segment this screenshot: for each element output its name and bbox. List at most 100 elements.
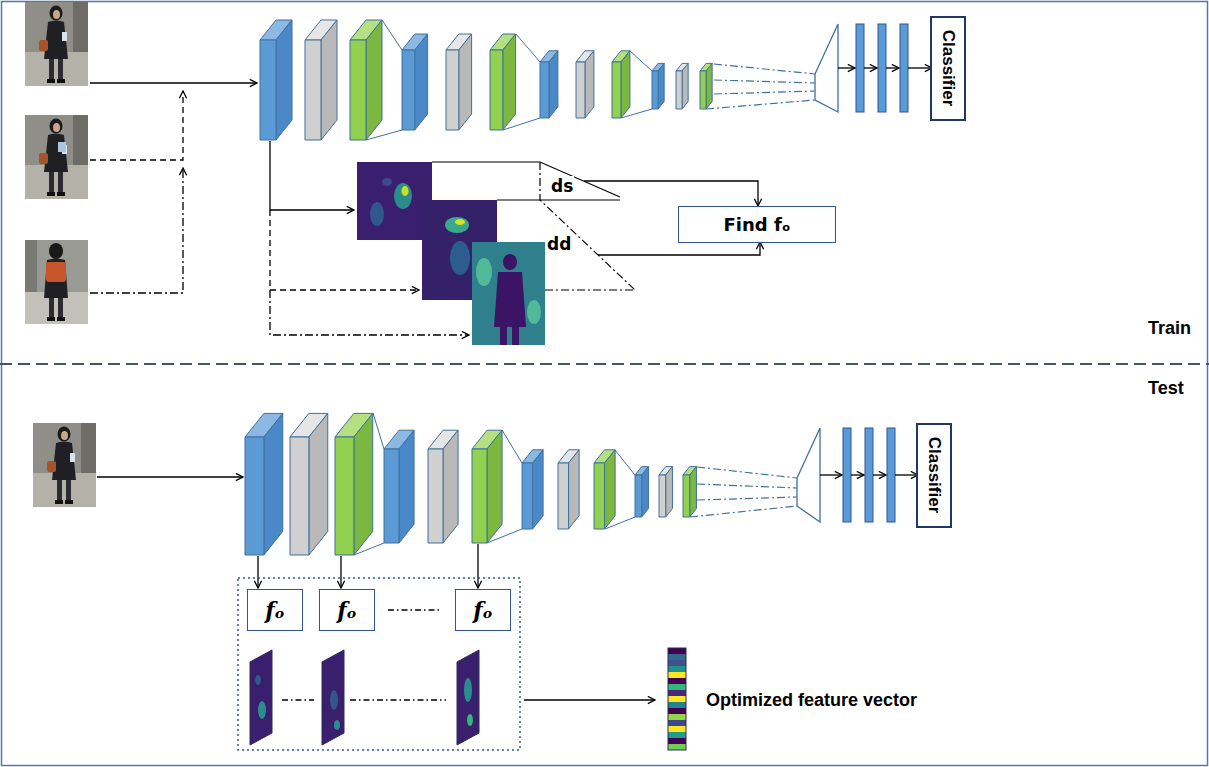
cnn-layers: [612, 51, 630, 118]
fc-arrow: [864, 67, 877, 68]
feature-vector: [668, 684, 686, 690]
node-text: Find fₒ: [723, 214, 790, 235]
optimized-map: [464, 678, 472, 702]
cnn-layers: [384, 430, 414, 543]
cnn-layers: [446, 34, 472, 130]
feature-map: [382, 178, 392, 186]
cnn-layers: [428, 430, 458, 543]
optimized-map: [457, 650, 479, 745]
cnn-layers: [676, 63, 688, 109]
flatten-line: [706, 100, 815, 109]
fc-arrow: [851, 474, 864, 475]
flatten-line: [690, 506, 797, 517]
fc-arrow: [886, 67, 899, 68]
fc-layers: [856, 24, 864, 112]
cnn-layers: [472, 430, 502, 543]
cnn-layers: [490, 34, 516, 130]
input-photo: [33, 423, 96, 507]
process-box: Find fₒ: [678, 206, 836, 243]
optimized-map: [250, 650, 272, 745]
node-text: Classifier: [938, 30, 958, 107]
label-text: Train: [1148, 318, 1191, 339]
feature-tap-arrow: [477, 544, 478, 588]
feature-vector: [668, 708, 686, 714]
flatten-line: [714, 80, 815, 83]
distance-label: ds: [550, 176, 574, 196]
feature-map: [450, 241, 470, 275]
optimized-map: [250, 650, 272, 745]
feature-vector: [668, 690, 686, 696]
distance-arrow: [598, 242, 760, 255]
dotted-group: [238, 578, 520, 750]
fc-layers: [865, 428, 873, 522]
optimized-map: [322, 650, 344, 745]
fc-arrow: [838, 67, 932, 68]
input-arrow: [90, 82, 257, 83]
pyramid-line: [382, 20, 402, 50]
fc-layers: [878, 24, 886, 112]
cnn-layers: [522, 450, 543, 529]
feature-map: [527, 300, 541, 324]
label-text: Test: [1148, 378, 1184, 399]
feature-map: [370, 202, 384, 226]
optimized-map: [467, 714, 473, 726]
cnn-layers: [245, 413, 283, 555]
fc-layers: [887, 428, 895, 522]
feature-map: [455, 219, 465, 225]
flatten-line: [714, 64, 815, 74]
separator-line: [0, 363, 1209, 365]
flatten-line: [697, 467, 797, 478]
cnn-layers: [659, 467, 672, 517]
cnn-layers: [576, 51, 594, 118]
pyramid-line: [502, 430, 522, 463]
cnn-layers: [245, 413, 696, 555]
distance-bracket: [497, 199, 620, 200]
output-label: Optimized feature vector: [706, 690, 917, 711]
pyramid-line: [615, 450, 635, 475]
fc-layers: [856, 24, 908, 112]
cnn-layers: [652, 63, 664, 109]
fc-arrow: [895, 474, 918, 475]
ellipsis-line: [388, 609, 442, 610]
flatten-line: [714, 91, 815, 94]
fc-layers: [843, 428, 895, 522]
optimized-map: [255, 675, 261, 685]
input-photo: [33, 423, 96, 507]
feature-map: [476, 258, 492, 286]
fc-layers: [843, 428, 851, 522]
input-arrow: [90, 91, 183, 160]
cnn-layers: [540, 51, 558, 118]
feature-vector: [668, 648, 686, 654]
cnn-layers: [635, 467, 648, 517]
feature-vector: [668, 648, 686, 750]
cnn-layers: [335, 413, 373, 555]
node-text: fₒ: [337, 597, 357, 623]
phase-label: Train: [1148, 318, 1191, 339]
feature-map: [445, 217, 469, 233]
distance-bracket: [432, 162, 620, 197]
flatten-line: [690, 467, 797, 517]
classifier-box: Classifier: [916, 423, 952, 528]
label-text: ds: [550, 176, 574, 196]
input-photo: [25, 115, 88, 199]
feature-tap-arrow: [258, 544, 478, 588]
cnn-layers: [700, 63, 712, 109]
feature-vector: [668, 648, 686, 750]
node-text: Classifier: [924, 437, 944, 514]
cnn-layers: [402, 34, 428, 130]
feature-vector: [668, 654, 686, 660]
function-box: fₒ: [319, 589, 375, 631]
optimized-map: [457, 650, 479, 745]
pyramid-line: [630, 51, 652, 71]
distance-label: dd: [546, 234, 572, 254]
fc-arrow: [908, 67, 932, 68]
feature-tap-arrow: [257, 556, 258, 588]
feature-map: [402, 186, 409, 196]
cnn-layers: [260, 20, 712, 140]
feature-vector: [668, 666, 686, 672]
input-photo: [25, 2, 88, 86]
function-box: fₒ: [247, 589, 303, 631]
phase-label: Test: [1148, 378, 1184, 399]
